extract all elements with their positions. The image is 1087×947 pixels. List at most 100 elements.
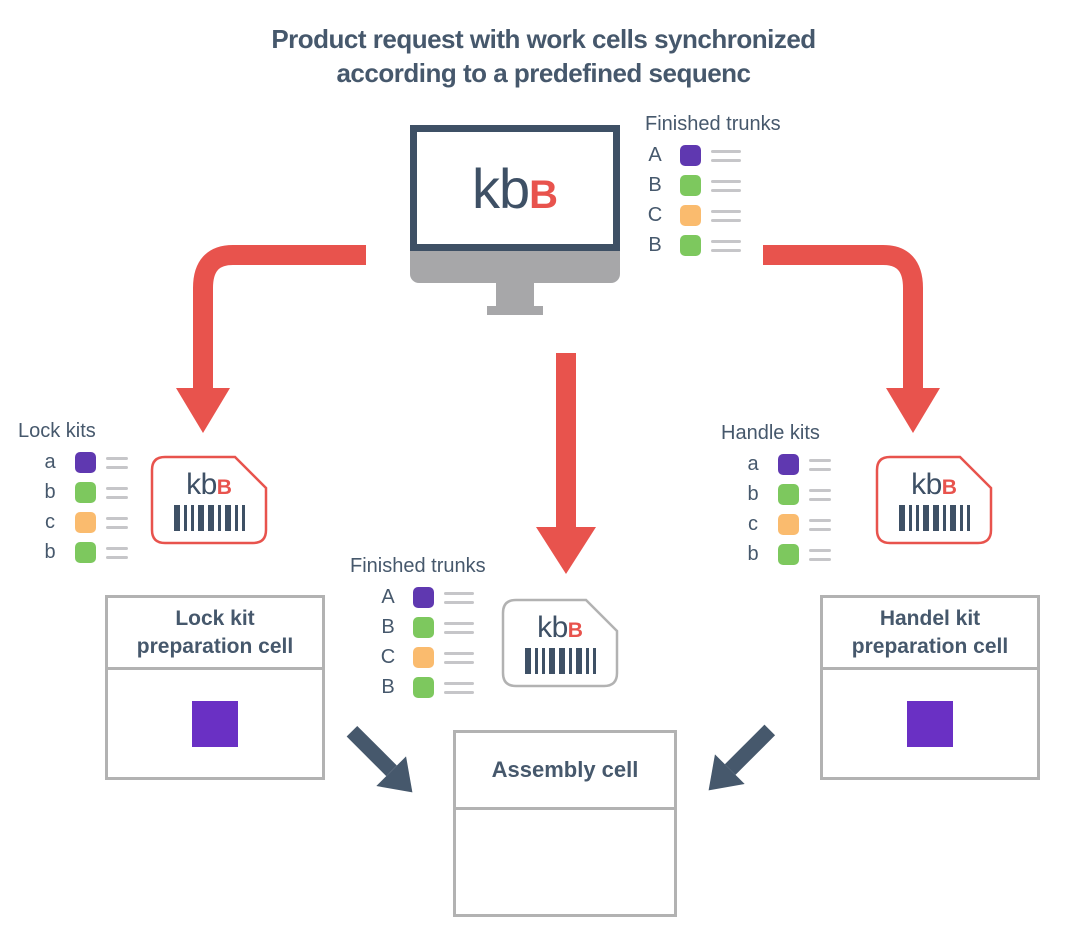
arrow-handle-cell-to-assembly: [693, 714, 785, 806]
kit-item-label: b: [747, 543, 759, 565]
kbb-logo: kbB: [186, 468, 232, 502]
kit-item-label: b: [44, 481, 56, 503]
placeholder-lines-icon: [106, 516, 128, 529]
kit-item-label: b: [44, 541, 56, 563]
kbb-logo-b: B: [941, 475, 957, 499]
kbb-logo: kbB: [537, 611, 583, 645]
list-heading: Finished trunks: [645, 113, 781, 135]
placeholder-lines-icon: [444, 591, 474, 604]
kit-color-square: [680, 175, 701, 196]
kit-item-row: a: [40, 451, 128, 473]
list-heading: Lock kits: [18, 420, 96, 442]
placeholder-lines-icon: [809, 518, 831, 531]
kit-color-square: [778, 454, 799, 475]
kit-item-row: B: [645, 174, 781, 196]
card-content: kbB: [511, 606, 609, 678]
kbb-logo-b: B: [216, 475, 232, 499]
barcode-icon: [898, 504, 970, 531]
handel-kit-preparation-cell: Handel kit preparation cell: [820, 595, 1040, 780]
kit-item-label: c: [748, 513, 758, 535]
barcode-icon: [524, 647, 596, 674]
kit-color-square: [413, 647, 434, 668]
kit-item-label: B: [381, 616, 395, 638]
kit-color-square: [778, 514, 799, 535]
kit-item-label: A: [648, 144, 662, 166]
kit-color-square: [680, 235, 701, 256]
kit-color-square: [75, 452, 96, 473]
finished-trunks-barcode-card: kbB: [501, 598, 619, 688]
kit-item-label: B: [648, 234, 662, 256]
title-line-1: Product request with work cells synchron…: [271, 24, 816, 54]
kbb-logo: kbB: [911, 468, 957, 502]
kit-item-row: b: [743, 543, 831, 565]
arrow-monitor-to-handle-cell: [763, 245, 940, 433]
arrow-monitor-to-lock-cell: [176, 245, 366, 433]
arrow-shaft: [724, 724, 775, 775]
placeholder-lines-icon: [809, 458, 831, 471]
kit-color-square: [778, 544, 799, 565]
placeholder-lines-icon: [711, 209, 741, 222]
kit-item-label: B: [381, 676, 395, 698]
placeholder-lines-icon: [809, 548, 831, 561]
kit-box-square: [907, 701, 953, 747]
kbb-logo: kbB: [472, 156, 558, 221]
card-content: kbB: [885, 463, 983, 535]
kit-item-label: C: [380, 646, 396, 668]
kit-color-square: [778, 484, 799, 505]
monitor-chin: [410, 251, 620, 283]
kit-color-square: [413, 587, 434, 608]
kit-color-square: [75, 512, 96, 533]
kit-item-row: B: [378, 616, 486, 638]
cell-title-text: Lock kit preparation cell: [136, 607, 294, 658]
kit-color-square: [75, 482, 96, 503]
kit-color-square: [680, 205, 701, 226]
kbb-logo-b: B: [529, 172, 559, 217]
kit-item-row: B: [378, 676, 486, 698]
kbb-logo-kb: kb: [186, 467, 217, 501]
card-outline-icon: [150, 455, 268, 545]
arrow-shaft: [346, 726, 397, 777]
placeholder-lines-icon: [106, 486, 128, 499]
placeholder-lines-icon: [106, 456, 128, 469]
cell-title-text: Handel kit preparation cell: [851, 607, 1009, 658]
kit-item-label: a: [44, 451, 56, 473]
kit-item-row: B: [645, 234, 781, 256]
kit-item-row: C: [378, 646, 486, 668]
placeholder-lines-icon: [711, 239, 741, 252]
cell-title: Assembly cell: [456, 733, 674, 810]
cell-body: [823, 670, 1037, 747]
list-heading: Finished trunks: [350, 555, 486, 577]
barcode-icon: [173, 504, 245, 531]
kit-item-label: c: [45, 511, 55, 533]
kit-item-label: B: [648, 174, 662, 196]
diagram-title: Product request with work cells synchron…: [0, 22, 1087, 90]
kit-item-label: A: [381, 586, 395, 608]
kit-item-label: a: [747, 453, 759, 475]
cell-body: [108, 670, 322, 747]
cell-title: Lock kit preparation cell: [108, 598, 322, 670]
lock-kit-preparation-cell: Lock kit preparation cell: [105, 595, 325, 780]
kit-color-square: [413, 617, 434, 638]
monitor-stand-neck: [496, 283, 534, 306]
kit-item-row: b: [743, 483, 831, 505]
card-content: kbB: [160, 463, 258, 535]
kbb-logo-kb: kb: [911, 467, 942, 501]
kit-item-row: c: [40, 511, 128, 533]
assembly-cell: Assembly cell: [453, 730, 677, 917]
placeholder-lines-icon: [106, 546, 128, 559]
monitor-icon: kbB: [410, 125, 620, 251]
arrow-lock-cell-to-assembly: [336, 716, 428, 808]
kit-item-row: C: [645, 204, 781, 226]
lock-kit-barcode-card: kbB: [150, 455, 268, 545]
kit-item-row: A: [378, 586, 486, 608]
kit-item-row: b: [40, 481, 128, 503]
kit-item-label: b: [747, 483, 759, 505]
monitor-stand-base: [487, 306, 543, 315]
kbb-logo-kb: kb: [537, 610, 568, 644]
kit-item-row: c: [743, 513, 831, 535]
handle-kit-barcode-card: kbB: [875, 455, 993, 545]
kit-color-square: [75, 542, 96, 563]
